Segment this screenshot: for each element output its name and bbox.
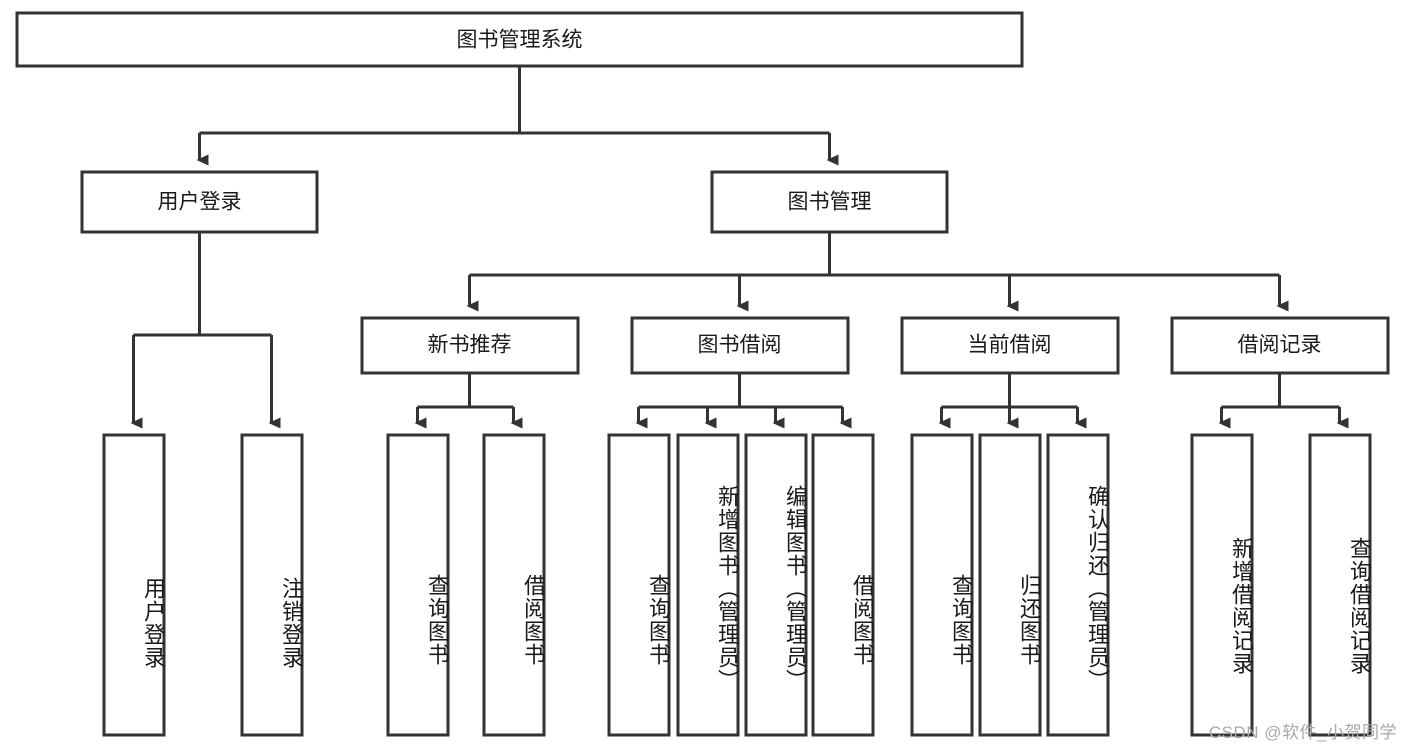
csdn-watermark: CSDN @软件_小贺同学	[1208, 723, 1397, 742]
node-book-manage-label: 图书管理	[788, 191, 872, 214]
node-leaf-query-book-2[interactable]	[607, 433, 671, 737]
node-leaf-user-login[interactable]	[102, 433, 166, 737]
node-current-borrow[interactable]: 当前借阅	[900, 316, 1120, 375]
node-root-label: 图书管理系统	[457, 29, 583, 52]
node-borrow-record-label: 借阅记录	[1238, 334, 1322, 357]
node-leaf-return-book[interactable]	[978, 433, 1042, 737]
node-leaf-query-book-3[interactable]	[910, 433, 974, 737]
node-current-borrow-label: 当前借阅	[968, 334, 1052, 357]
node-new-book-recommend[interactable]: 新书推荐	[360, 316, 580, 375]
node-book-borrow[interactable]: 图书借阅	[630, 316, 850, 375]
node-borrow-record[interactable]: 借阅记录	[1170, 316, 1390, 375]
node-leaf-logout[interactable]	[240, 433, 304, 737]
node-leaf-query-book-1[interactable]	[386, 433, 450, 737]
leaf-box-group	[102, 433, 1372, 737]
node-root[interactable]: 图书管理系统	[15, 11, 1024, 68]
node-new-book-recommend-label: 新书推荐	[428, 334, 512, 357]
node-leaf-add-record[interactable]	[1190, 433, 1254, 737]
node-book-manage[interactable]: 图书管理	[710, 170, 949, 234]
connector-group	[130, 66, 1349, 429]
node-user-login[interactable]: 用户登录	[80, 170, 319, 234]
node-leaf-confirm-return[interactable]	[1046, 433, 1110, 737]
node-leaf-add-book[interactable]	[676, 433, 740, 737]
node-leaf-edit-book[interactable]	[744, 433, 808, 737]
node-user-login-label: 用户登录	[158, 191, 242, 214]
node-book-borrow-label: 图书借阅	[698, 334, 782, 357]
node-leaf-borrow-book-2[interactable]	[811, 433, 875, 737]
node-leaf-borrow-book-1[interactable]	[482, 433, 546, 737]
node-leaf-query-record[interactable]	[1308, 433, 1372, 737]
